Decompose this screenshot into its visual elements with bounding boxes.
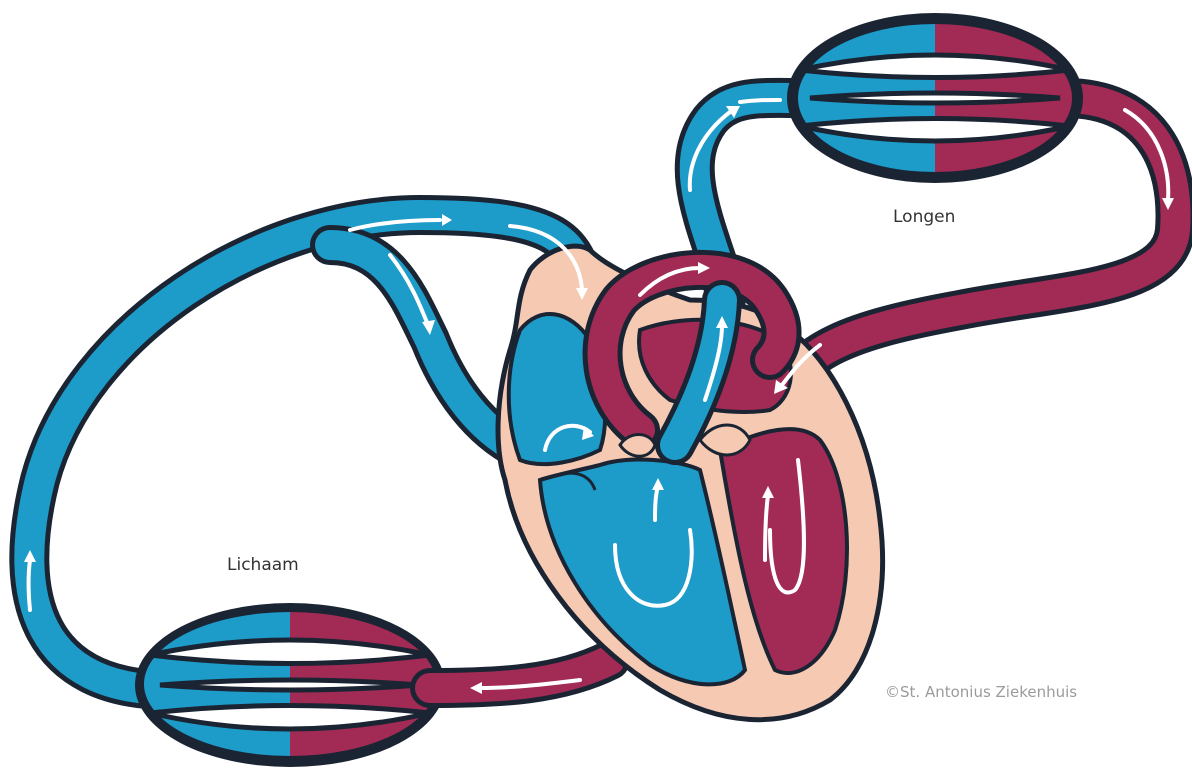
lung-capillaries [787, 13, 1083, 183]
arrow-pulm-artery-mid [740, 100, 780, 102]
body-capillaries [135, 603, 445, 767]
credit-label: ©St. Antonius Ziekenhuis [885, 683, 1077, 701]
aorta-to-body [430, 660, 610, 688]
body-label: Lichaam [227, 555, 299, 575]
lungs-label: Longen [893, 207, 955, 227]
heart [498, 246, 883, 720]
arrow-body-left-up [29, 560, 31, 610]
vena-cava-branch-fill [330, 245, 520, 450]
